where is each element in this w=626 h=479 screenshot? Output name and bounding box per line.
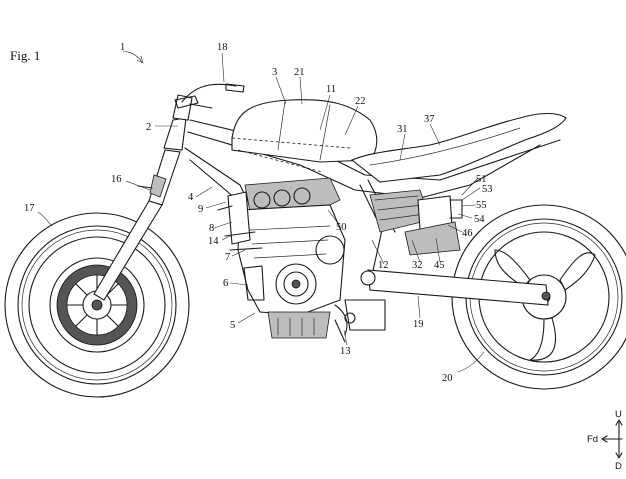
label-11: 11 bbox=[326, 84, 336, 95]
label-51: 51 bbox=[476, 174, 487, 185]
direction-down-label: D bbox=[615, 461, 622, 472]
label-7: 7 bbox=[225, 252, 230, 263]
direction-indicator: U Fd D bbox=[587, 409, 623, 472]
label-17: 17 bbox=[24, 203, 35, 214]
label-18: 18 bbox=[217, 42, 228, 53]
label-1: 1 bbox=[120, 42, 125, 53]
swingarm bbox=[334, 269, 551, 343]
direction-up-label: U bbox=[615, 409, 622, 420]
leader-lines bbox=[37, 50, 485, 373]
label-50: 50 bbox=[336, 222, 347, 233]
fuel-tank bbox=[231, 99, 378, 173]
label-14: 14 bbox=[208, 236, 219, 247]
label-5: 5 bbox=[230, 320, 235, 331]
label-3: 3 bbox=[272, 67, 277, 78]
label-16: 16 bbox=[111, 174, 122, 185]
label-53: 53 bbox=[482, 184, 493, 195]
direction-forward-label: Fd bbox=[587, 434, 598, 445]
label-21: 21 bbox=[294, 67, 305, 78]
label-6: 6 bbox=[223, 278, 228, 289]
label-4: 4 bbox=[188, 192, 194, 203]
label-12: 12 bbox=[378, 260, 389, 271]
label-46: 46 bbox=[462, 228, 473, 239]
front-components bbox=[217, 191, 265, 301]
label-22: 22 bbox=[355, 96, 366, 107]
label-55: 55 bbox=[476, 200, 487, 211]
seat bbox=[350, 112, 567, 183]
label-20: 20 bbox=[442, 373, 453, 384]
label-9: 9 bbox=[198, 204, 203, 215]
label-31: 31 bbox=[397, 124, 408, 135]
label-54: 54 bbox=[474, 214, 485, 225]
figure-title: Fig. 1 bbox=[10, 48, 40, 63]
label-2: 2 bbox=[146, 122, 151, 133]
engine bbox=[237, 177, 348, 339]
label-19: 19 bbox=[413, 319, 424, 330]
handlebar bbox=[174, 83, 245, 109]
label-32: 32 bbox=[412, 260, 423, 271]
label-8: 8 bbox=[209, 223, 214, 234]
label-45: 45 bbox=[434, 260, 445, 271]
label-37: 37 bbox=[424, 114, 435, 125]
rear-components bbox=[369, 189, 463, 256]
front-wheel bbox=[4, 212, 190, 398]
label-13: 13 bbox=[340, 346, 351, 357]
